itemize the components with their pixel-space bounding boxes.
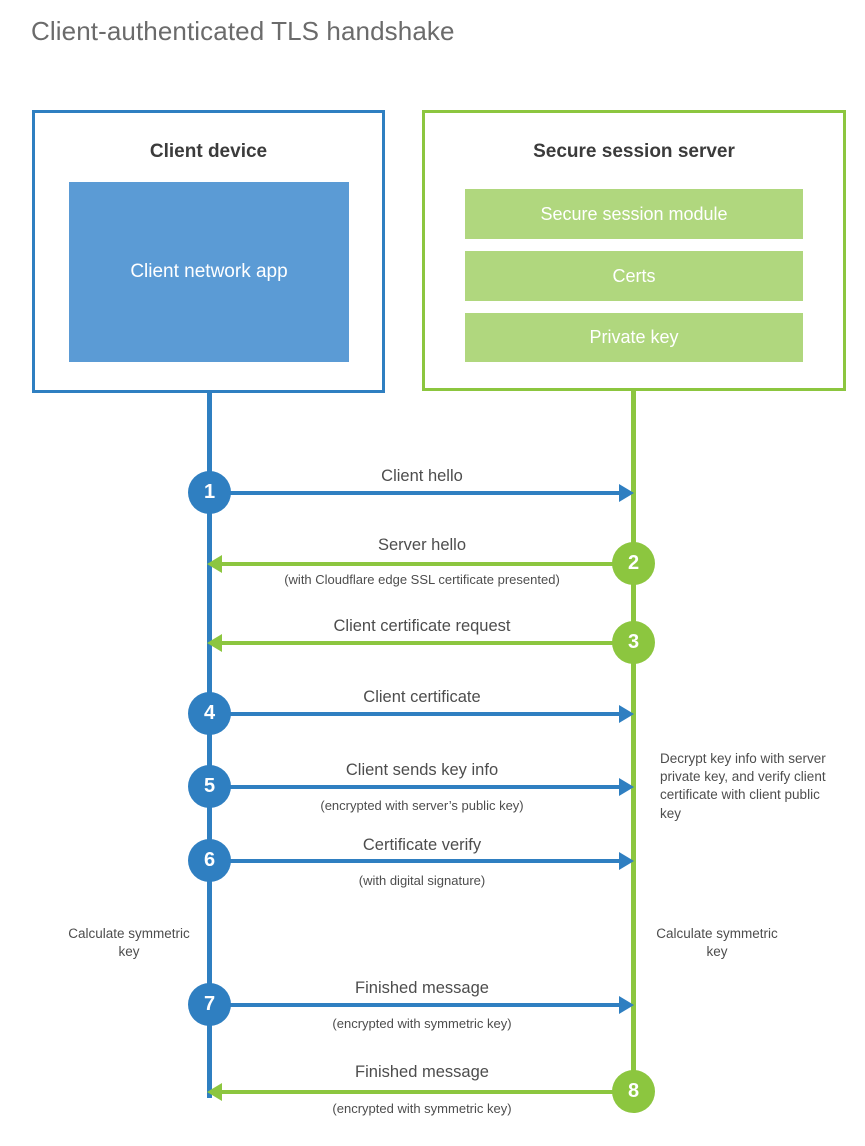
step-1-badge[interactable]: 1 <box>188 471 231 514</box>
server-calculate-symmetric-key-note: Calculate symmetric key <box>656 926 778 960</box>
step-3-label: Client certificate request <box>333 617 511 635</box>
client-calculate-symmetric-key-note: Calculate symmetric key <box>68 926 190 960</box>
step-5-label: Client sends key info <box>345 761 499 779</box>
step-5-arrow-line <box>210 785 619 789</box>
step-7-badge[interactable]: 7 <box>188 983 231 1026</box>
step-8-badge[interactable]: 8 <box>612 1070 655 1113</box>
secure-session-server-title: Secure session server <box>533 141 735 162</box>
step-1-arrow-line <box>210 491 619 495</box>
step-1-arrow-head-icon <box>619 484 634 502</box>
step-3-badge[interactable]: 3 <box>612 621 655 664</box>
server-bar-certs: Certs <box>465 251 803 301</box>
step-2-label: Server hello <box>377 536 467 554</box>
step-8-sublabel: (encrypted with symmetric key) <box>332 1101 512 1116</box>
step-5-badge[interactable]: 5 <box>188 765 231 808</box>
step-8-arrow-head-icon <box>207 1083 222 1101</box>
secure-session-server-panel: Secure session server Secure session mod… <box>422 110 846 391</box>
step-8-label: Finished message <box>355 1063 489 1081</box>
step-6-arrow-line <box>210 859 619 863</box>
client-lifeline <box>207 392 212 1098</box>
step-6-badge[interactable]: 6 <box>188 839 231 882</box>
step-3-arrow-head-icon <box>207 634 222 652</box>
server-bar-private-key: Private key <box>465 313 803 362</box>
server-bar-secure-session-module: Secure session module <box>465 189 803 239</box>
client-network-app-box: Client network app <box>69 182 349 362</box>
step-7-label: Finished message <box>355 979 489 997</box>
server-decrypt-note: Decrypt key info with server private key… <box>660 751 826 821</box>
step-2-arrow-head-icon <box>207 555 222 573</box>
step-7-arrow-line <box>210 1003 619 1007</box>
step-4-arrow-head-icon <box>619 705 634 723</box>
step-4-badge[interactable]: 4 <box>188 692 231 735</box>
step-2-sublabel: (with Cloudflare edge SSL certificate pr… <box>284 572 560 587</box>
step-2-arrow-line <box>222 562 634 566</box>
step-8-arrow-line <box>222 1090 634 1094</box>
step-6-sublabel: (with digital signature) <box>358 873 486 888</box>
step-2-badge[interactable]: 2 <box>612 542 655 585</box>
step-5-sublabel: (encrypted with server’s public key) <box>320 798 524 813</box>
step-4-arrow-line <box>210 712 619 716</box>
client-device-panel: Client device Client network app <box>32 110 385 393</box>
step-5-arrow-head-icon <box>619 778 634 796</box>
step-1-label: Client hello <box>381 467 463 485</box>
server-lifeline <box>631 389 636 1093</box>
page-title: Client-authenticated TLS handshake <box>31 16 455 46</box>
step-3-arrow-line <box>222 641 634 645</box>
step-6-arrow-head-icon <box>619 852 634 870</box>
step-7-arrow-head-icon <box>619 996 634 1014</box>
client-device-title: Client device <box>149 141 268 162</box>
step-4-label: Client certificate <box>363 688 481 706</box>
step-6-label: Certificate verify <box>362 836 482 854</box>
step-7-sublabel: (encrypted with symmetric key) <box>332 1016 512 1031</box>
